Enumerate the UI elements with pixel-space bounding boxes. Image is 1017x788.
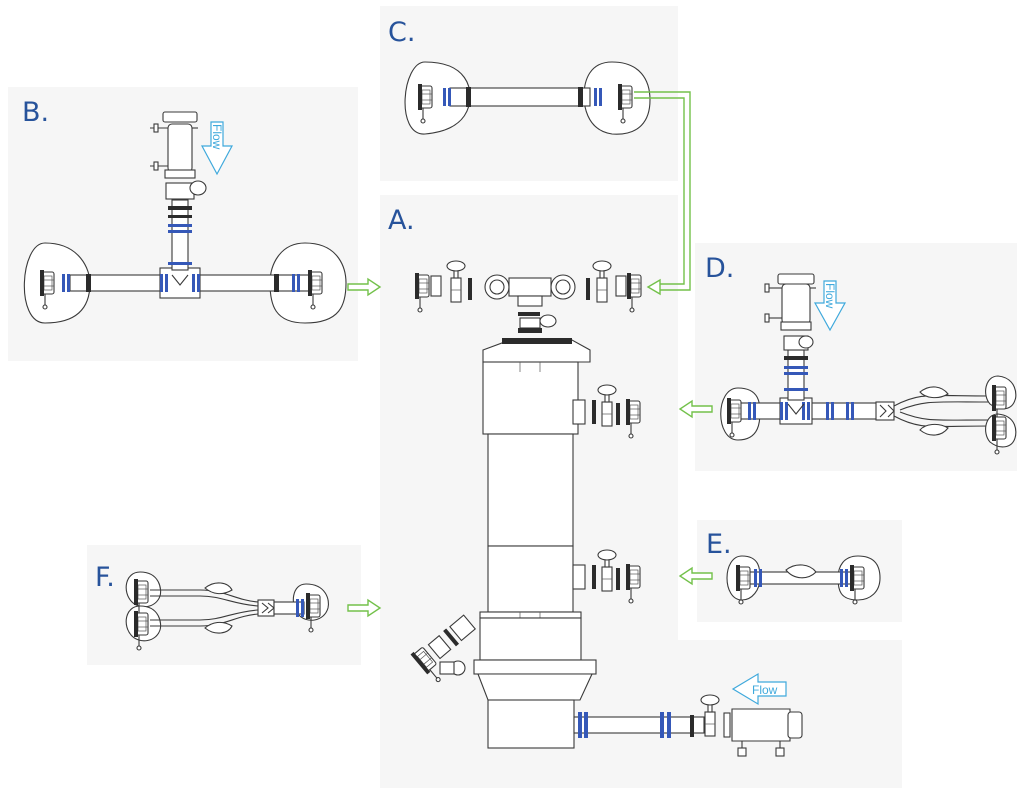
panel-e-spool	[726, 555, 881, 605]
panel-c-spool	[404, 61, 651, 135]
panel-c-label: C.	[388, 17, 415, 48]
panel-d-flow-arrow: Flow	[813, 280, 847, 332]
panel-a-bottom-flow-label: Flow	[752, 683, 778, 697]
panel-f-label: F.	[95, 562, 115, 593]
panel-d-label: D.	[705, 253, 734, 284]
panel-b-label: B.	[22, 97, 49, 128]
panel-a-label: A.	[388, 205, 415, 236]
panel-e-label: E.	[706, 529, 732, 560]
panel-b-flow-label: Flow	[210, 124, 224, 150]
panel-f-y-manifold	[125, 571, 329, 651]
connector-c-to-a	[634, 91, 691, 291]
panel-a-top-manifold	[414, 260, 642, 333]
panel-b-tee-assembly	[23, 111, 347, 324]
panel-b-flow-arrow: Flow	[200, 121, 234, 176]
panel-d-branch-assembly	[720, 273, 1017, 455]
panel-d-flow-label: Flow	[823, 283, 837, 309]
panel-a-main-vessel	[409, 338, 641, 749]
panel-a-bottom-flow-arrow: Flow	[731, 672, 787, 706]
panel-a-bottom-outlet	[573, 694, 803, 757]
